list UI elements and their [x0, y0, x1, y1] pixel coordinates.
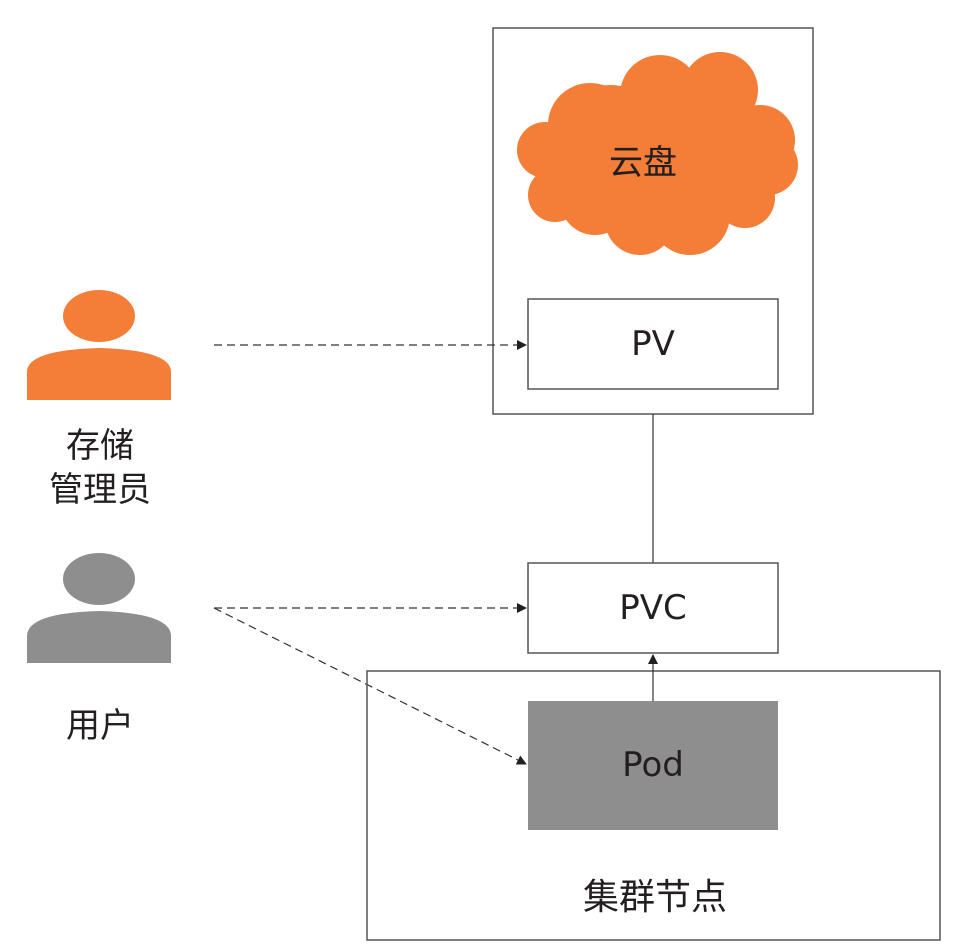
admin-label-line2: 管理员 [49, 470, 151, 510]
pvc-label: PVC [619, 588, 687, 628]
user-person-icon [27, 553, 171, 663]
user-label: 用户 [66, 706, 134, 746]
pvc-box [527, 562, 779, 654]
cloud-icon [517, 52, 798, 255]
cluster-node-label: 集群节点 [582, 877, 727, 918]
admin-person-icon [27, 290, 171, 400]
pod-box [528, 701, 778, 830]
pv-label: PV [631, 324, 675, 364]
pv-box [527, 298, 779, 390]
admin-label-line1: 存储 [66, 426, 134, 466]
pod-label: Pod [622, 745, 684, 785]
edge-user-to-pod [213, 607, 527, 765]
cloud-disk-label: 云盘 [609, 143, 677, 183]
